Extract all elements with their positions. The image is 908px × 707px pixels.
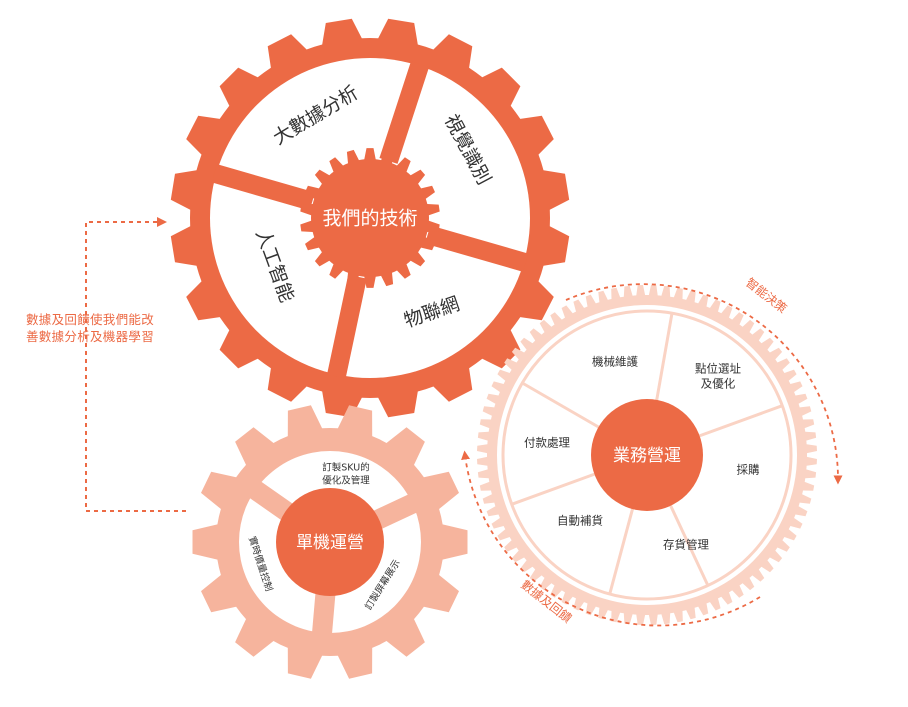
data-feedback-arrow <box>461 450 761 627</box>
business-segment-payment: 付款處理 <box>524 436 570 450</box>
business-segment-inventory: 存貨管理 <box>663 538 709 552</box>
machine-segment-sku-1: 訂製SKU的 <box>322 462 369 474</box>
smart-decision-label: 智能決策 <box>743 275 790 316</box>
business-spoke-3 <box>668 503 710 587</box>
business-spoke-4 <box>608 506 635 595</box>
tech-spoke-3 <box>327 274 367 379</box>
feedback-loop-arrow <box>85 217 186 512</box>
business-gear-ring <box>501 309 793 601</box>
tech-spoke-4 <box>211 164 315 211</box>
machine-spoke-3 <box>248 480 295 522</box>
machine-gear-spokes <box>248 480 419 636</box>
tech-spoke-2 <box>425 225 529 272</box>
machine-segment-sku-2: 優化及管理 <box>322 475 370 487</box>
side-note: 數據及回饋使我們能改善數據分析及機器學習 <box>26 312 155 344</box>
business-spoke-2 <box>697 404 783 438</box>
tech-spoke-1 <box>379 60 430 164</box>
machine-center-label: 單機運營 <box>296 533 364 553</box>
tech-center-label: 我們的技術 <box>322 208 417 230</box>
machine-gear: 單機運營 訂製SKU的 優化及管理 實時價量控制 訂製屏幕展示 <box>192 405 468 679</box>
business-gear: 業務營運 機械維護 點位選址 及優化 採購 存貨管理 自動補貨 付款處理 <box>477 285 817 625</box>
business-gear-spokes <box>511 312 783 595</box>
business-gear-hub <box>591 399 703 511</box>
business-segment-replenishment: 自動補貨 <box>557 514 603 528</box>
business-segment-procurement: 採購 <box>737 463 760 477</box>
business-segment-maintenance: 機械維護 <box>592 355 638 369</box>
machine-gear-hub <box>276 488 384 596</box>
tech-gear-spokes <box>211 60 529 379</box>
business-center-label: 業務營運 <box>613 446 681 466</box>
business-spoke-5 <box>511 472 597 506</box>
business-spoke-1 <box>654 312 674 403</box>
tech-gear: 我們的技術 大數據分析 視覺識別 物聯網 人工智能 <box>170 18 570 418</box>
machine-spoke-1 <box>371 493 419 530</box>
business-segment-site-1: 點位選址 <box>695 362 741 376</box>
business-segment-site-2: 及優化 <box>701 377 736 391</box>
machine-spoke-2 <box>311 590 336 636</box>
business-spoke-6 <box>521 381 601 430</box>
smart-decision-arrow <box>565 283 843 485</box>
tech-gear-hub <box>300 148 440 288</box>
